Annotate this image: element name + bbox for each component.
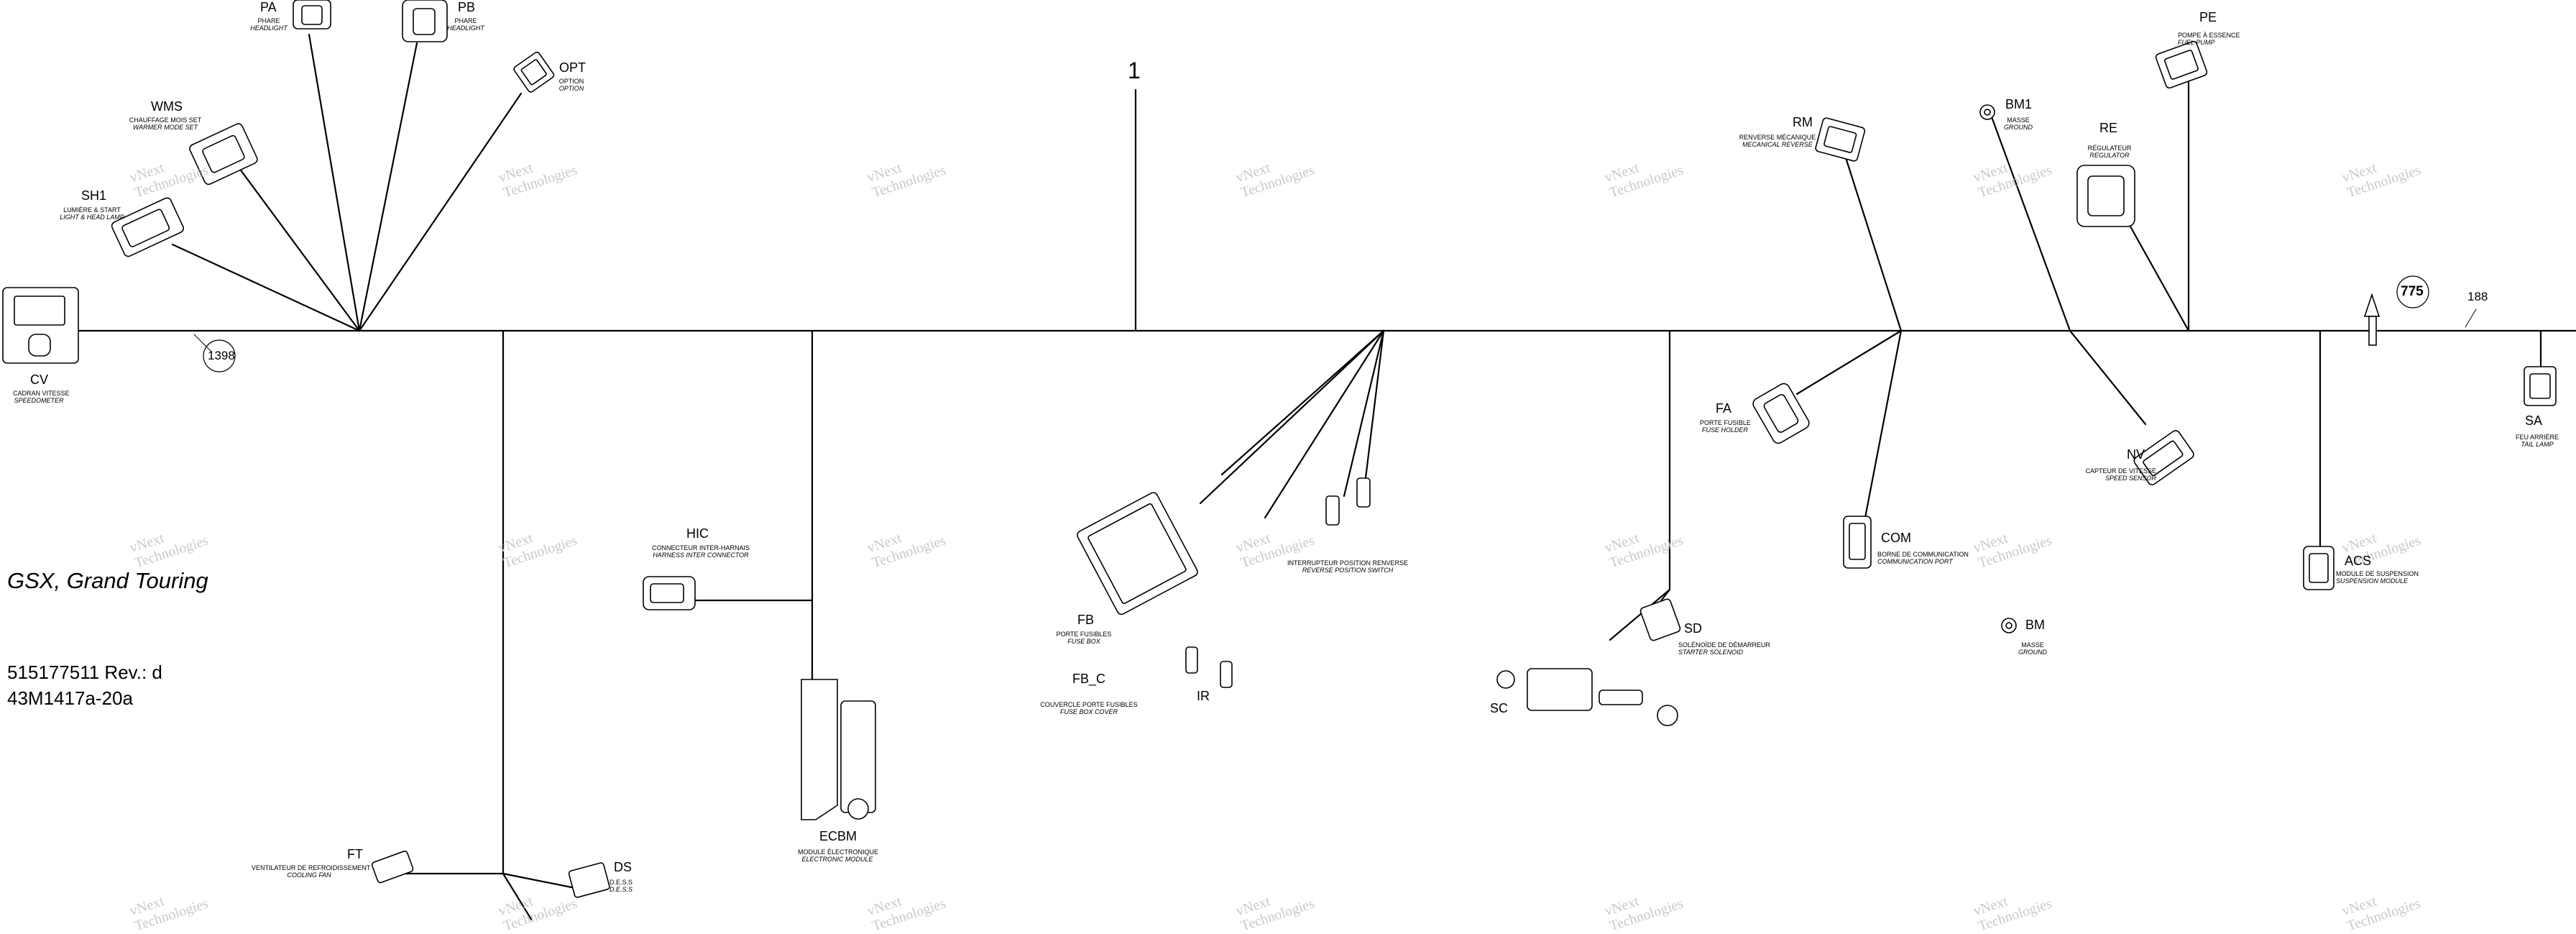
connector-code: OPT	[559, 60, 586, 75]
sc-starter-cable-icon	[1496, 668, 1678, 726]
sd-solenoid-icon	[1639, 598, 1681, 641]
connector-code: PA	[260, 0, 277, 14]
connector-code: RM	[1793, 115, 1813, 129]
acs-module-icon	[2303, 546, 2334, 590]
length-775: 775	[2401, 284, 2424, 299]
connector-code: ACS	[2345, 554, 2372, 568]
com-port-icon	[1843, 516, 1872, 569]
connector-code: HIC	[686, 526, 709, 541]
pb-connector-icon	[402, 0, 448, 42]
bm-ground-icon	[2001, 618, 2017, 633]
length-1398-marker	[203, 339, 236, 372]
length-775-marker	[2396, 275, 2429, 308]
connector-code: FA	[1716, 401, 1732, 416]
harness-clip-icon	[2363, 293, 2380, 346]
connector-code: PE	[2199, 10, 2217, 24]
cv-connector-icon	[2, 287, 79, 364]
connector-code: CV	[30, 372, 49, 387]
sa-tail-lamp-icon	[2524, 366, 2557, 406]
connector-code: WMS	[151, 99, 183, 114]
harness-reference: 1	[1128, 58, 1141, 83]
wms-connector-icon	[189, 123, 258, 186]
hic-connector-icon	[643, 576, 696, 610]
document-code: 43M1417a-20a	[7, 687, 133, 709]
connector-code: SA	[2525, 413, 2543, 428]
vehicle-title: GSX, Grand Touring	[7, 568, 208, 593]
pe-fuel-pump-icon	[2155, 40, 2208, 89]
connector-code: NV	[2127, 447, 2145, 462]
part-revision: 515177511 Rev.: d	[7, 661, 162, 683]
length-188: 188	[2467, 290, 2488, 303]
connector-code: BM1	[2005, 97, 2033, 111]
ft-connector-icon	[371, 851, 414, 884]
connector-code: PB	[458, 0, 476, 14]
sh1-connector-icon	[111, 197, 185, 257]
connector-code: BM	[2025, 618, 2045, 632]
pa-connector-icon	[293, 0, 331, 29]
connector-code: SH1	[81, 188, 107, 203]
connector-code: SC	[1490, 701, 1509, 715]
bm1-ground-icon	[1979, 104, 1995, 120]
rm-connector-icon	[1815, 117, 1866, 162]
fa-fuse-holder-icon	[1752, 383, 1810, 444]
connector-code: FB_C	[1072, 672, 1106, 686]
connector-code: FB	[1077, 613, 1095, 627]
connector-code: RE	[2099, 121, 2118, 135]
connector-code: SD	[1684, 621, 1703, 636]
nv-sensor-icon	[2133, 430, 2194, 485]
re-regulator-icon	[2076, 165, 2135, 227]
ds-connector-icon	[568, 862, 610, 898]
opt-connector-icon	[513, 51, 555, 93]
connector-code: FT	[347, 847, 363, 861]
connector-code: COM	[1881, 531, 1911, 545]
fb-fuse-box-icon	[1077, 492, 1198, 615]
connector-code: IR	[1197, 689, 1210, 703]
connector-code: DS	[614, 860, 632, 874]
ir-switch-icon	[1185, 477, 1371, 688]
connector-code: ECBM	[819, 829, 857, 843]
ecbm-module-icon	[801, 679, 876, 820]
length-1398: 1398	[208, 349, 235, 362]
